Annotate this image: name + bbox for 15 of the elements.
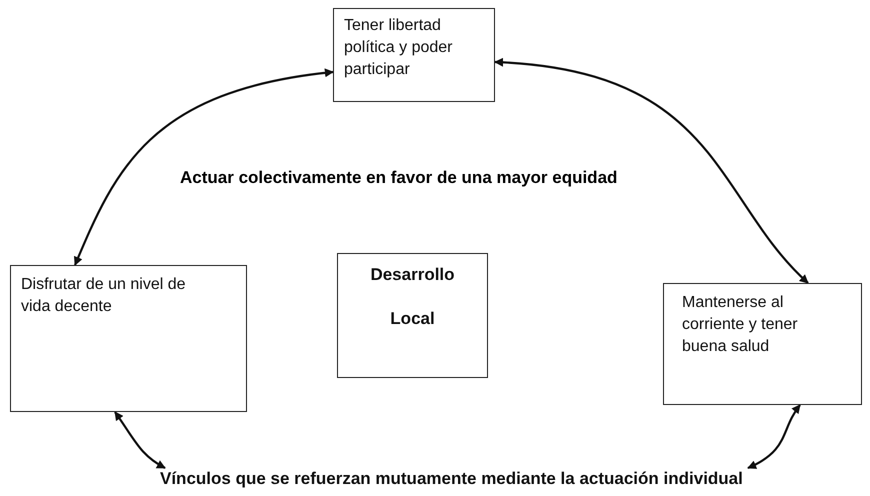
text-box	[10, 265, 247, 412]
curved-double-arrow	[114, 411, 166, 469]
text-box	[333, 8, 495, 102]
node-text: Desarrollo	[369, 264, 456, 286]
text-box	[663, 283, 862, 405]
text-box	[337, 253, 488, 378]
node-text: Vínculos que se refuerzan mutuamente mediante la actuación individual	[160, 468, 744, 490]
node-text: Disfrutar de un nivel de vida decente	[21, 275, 187, 317]
curved-double-arrow	[494, 58, 809, 284]
curved-double-arrow	[747, 404, 801, 469]
curved-double-arrow	[74, 68, 334, 266]
node-text: Local	[389, 308, 436, 330]
node-text: Mantenerse al corriente y tener buena salud	[682, 293, 799, 357]
note-text: Actuar colectivamente en favor de una mayor equidad	[180, 168, 618, 188]
node-text: Tener libertad política y poder participar	[344, 16, 454, 80]
